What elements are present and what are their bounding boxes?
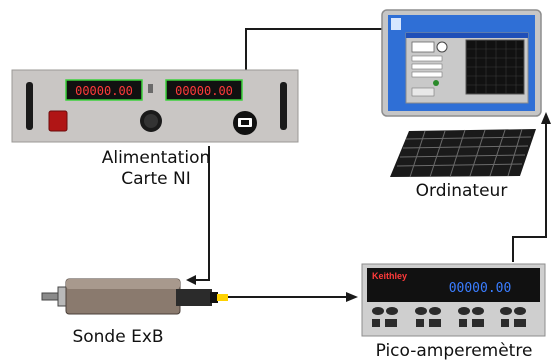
supply-display-right: 00000.00 [175, 84, 233, 98]
probe-icon [41, 278, 228, 315]
computer-monitor-icon [381, 9, 542, 117]
wire-ammeter-to-computer [512, 118, 547, 262]
keyboard-icon [390, 128, 536, 178]
label-power-supply: Alimentation Carte NI [66, 148, 246, 190]
label-power-supply-line2: Carte NI [121, 169, 191, 189]
wire-supply-to-probe [190, 146, 210, 281]
picoammeter-display: 00000.00 [449, 281, 512, 296]
power-supply-icon: 00000.00 00000.00 [11, 69, 299, 143]
label-picoammeter: Pico-amperemètre [375, 341, 533, 361]
label-power-supply-line1: Alimentation [101, 148, 211, 168]
arrow-into-ammeter [346, 292, 358, 302]
label-computer: Ordinateur [415, 181, 508, 201]
picoammeter-icon: Keithley 00000.00 [361, 263, 546, 337]
picoammeter-brand: Keithley [372, 271, 407, 281]
arrow-into-computer [541, 112, 551, 124]
supply-display-left: 00000.00 [75, 84, 133, 98]
arrow-into-probe [186, 275, 196, 285]
label-probe: Sonde ExB [72, 327, 164, 347]
